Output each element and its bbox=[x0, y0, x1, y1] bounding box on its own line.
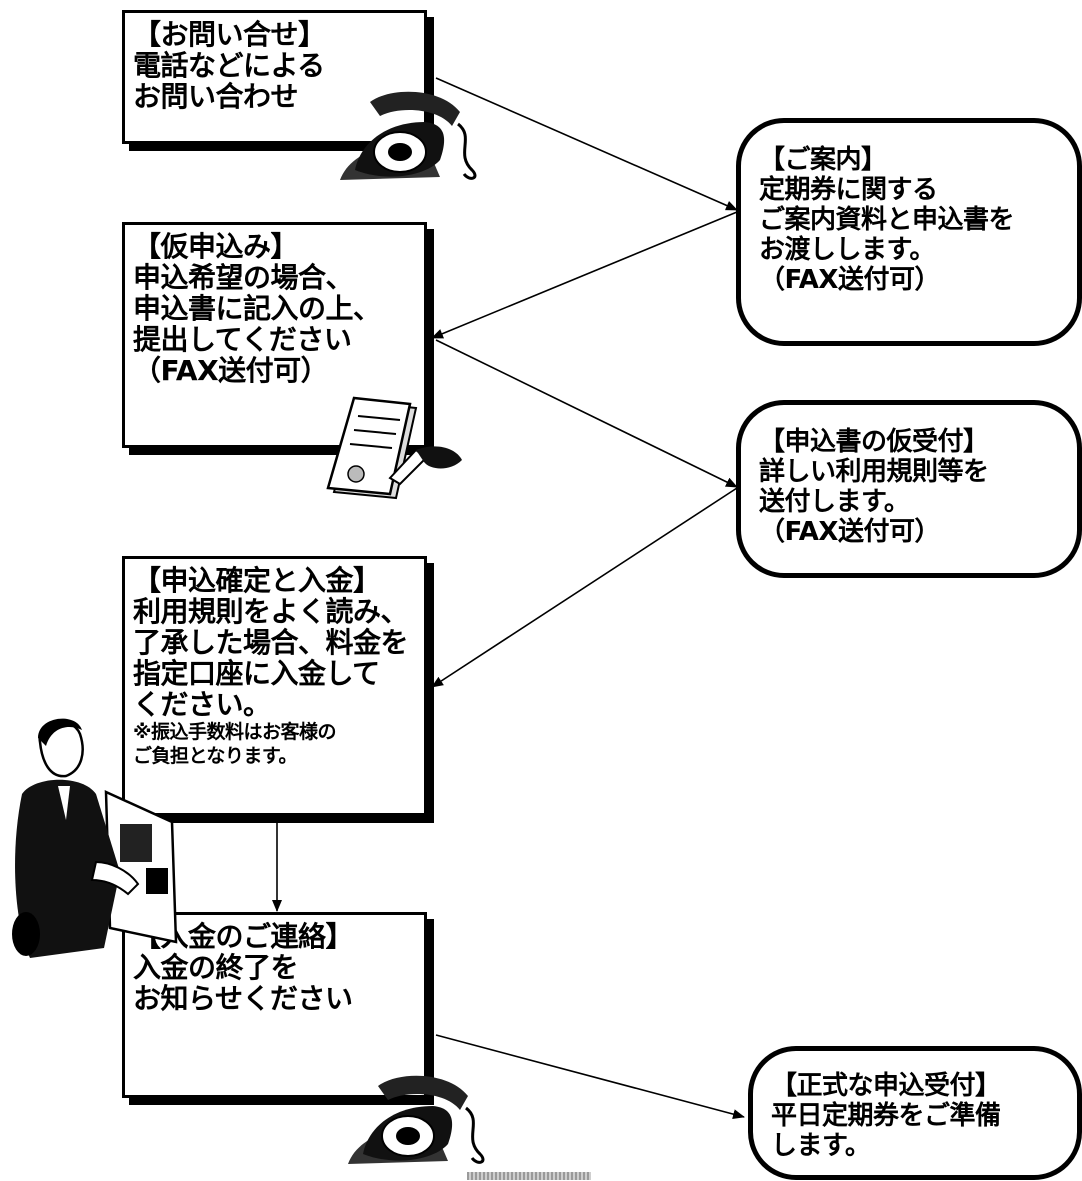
provisional-line: 申込希望の場合、 bbox=[133, 261, 354, 294]
telephone-icon bbox=[340, 91, 477, 180]
confirmation-line: 了承した場合、料金を bbox=[133, 626, 409, 659]
woman-atm-icon bbox=[12, 718, 178, 958]
arrow-guide-to-provisional bbox=[431, 211, 738, 339]
guide-line: ご案内資料と申込書を bbox=[759, 205, 1015, 235]
provisional-line: 提出してください bbox=[133, 323, 352, 356]
arrow-provisional-to-reception bbox=[435, 339, 738, 488]
guide-bubble: 【ご案内】 定期券に関する ご案内資料と申込書を お渡しします。 （FAX送付可… bbox=[736, 118, 1082, 346]
payment-notice-line: 入金の終了を bbox=[133, 951, 299, 984]
inquiry-box: 【お問い合せ】 電話などによる お問い合わせ bbox=[122, 10, 427, 144]
guide-line: お渡しします。 bbox=[759, 235, 935, 265]
arrow-reception-to-confirmation bbox=[431, 487, 738, 688]
arrow-payment-to-formal bbox=[435, 1034, 745, 1120]
arrow-inquiry-to-guide bbox=[435, 77, 738, 211]
reception-line: （FAX送付可） bbox=[759, 517, 940, 547]
guide-title: 【ご案内】 bbox=[759, 145, 887, 175]
reception-title: 【申込書の仮受付】 bbox=[759, 427, 989, 457]
confirmation-line: 利用規則をよく読み、 bbox=[133, 595, 409, 628]
confirmation-line: ください。 bbox=[133, 688, 271, 721]
inquiry-line: お問い合わせ bbox=[133, 80, 299, 113]
provisional-line: 申込書に記入の上、 bbox=[133, 292, 381, 325]
horizontal-scrollbar[interactable] bbox=[467, 1172, 591, 1180]
telephone-icon bbox=[348, 1075, 485, 1164]
provisional-box: 【仮申込み】 申込希望の場合、 申込書に記入の上、 提出してください （FAX送… bbox=[122, 222, 427, 448]
reception-bubble: 【申込書の仮受付】 詳しい利用規則等を 送付します。 （FAX送付可） bbox=[736, 400, 1082, 578]
fee-note: ※振込手数料はお客様の bbox=[133, 721, 336, 743]
confirmation-title: 【申込確定と入金】 bbox=[133, 564, 381, 597]
document-signing-icon bbox=[326, 396, 462, 500]
formal-reception-line: します。 bbox=[771, 1131, 871, 1161]
payment-notice-line: お知らせください bbox=[133, 982, 353, 1015]
inquiry-title: 【お問い合せ】 bbox=[133, 18, 326, 51]
confirmation-box: 【申込確定と入金】 利用規則をよく読み、 了承した場合、料金を 指定口座に入金し… bbox=[122, 556, 427, 816]
formal-reception-line: 平日定期券をご準備 bbox=[771, 1101, 1001, 1131]
formal-reception-bubble: 【正式な申込受付】 平日定期券をご準備 します。 bbox=[748, 1046, 1082, 1180]
provisional-title: 【仮申込み】 bbox=[133, 230, 299, 263]
payment-notice-box: 【入金のご連絡】 入金の終了を お知らせください bbox=[122, 912, 427, 1098]
reception-line: 送付します。 bbox=[759, 487, 910, 517]
confirmation-line: 指定口座に入金して bbox=[133, 657, 380, 690]
inquiry-line: 電話などによる bbox=[133, 49, 325, 82]
formal-reception-title: 【正式な申込受付】 bbox=[771, 1071, 1001, 1101]
fee-note: ご負担となります。 bbox=[133, 745, 298, 767]
provisional-line: （FAX送付可） bbox=[133, 354, 329, 387]
guide-line: 定期券に関する bbox=[759, 175, 938, 205]
guide-line: （FAX送付可） bbox=[759, 265, 940, 295]
reception-line: 詳しい利用規則等を bbox=[759, 457, 989, 487]
